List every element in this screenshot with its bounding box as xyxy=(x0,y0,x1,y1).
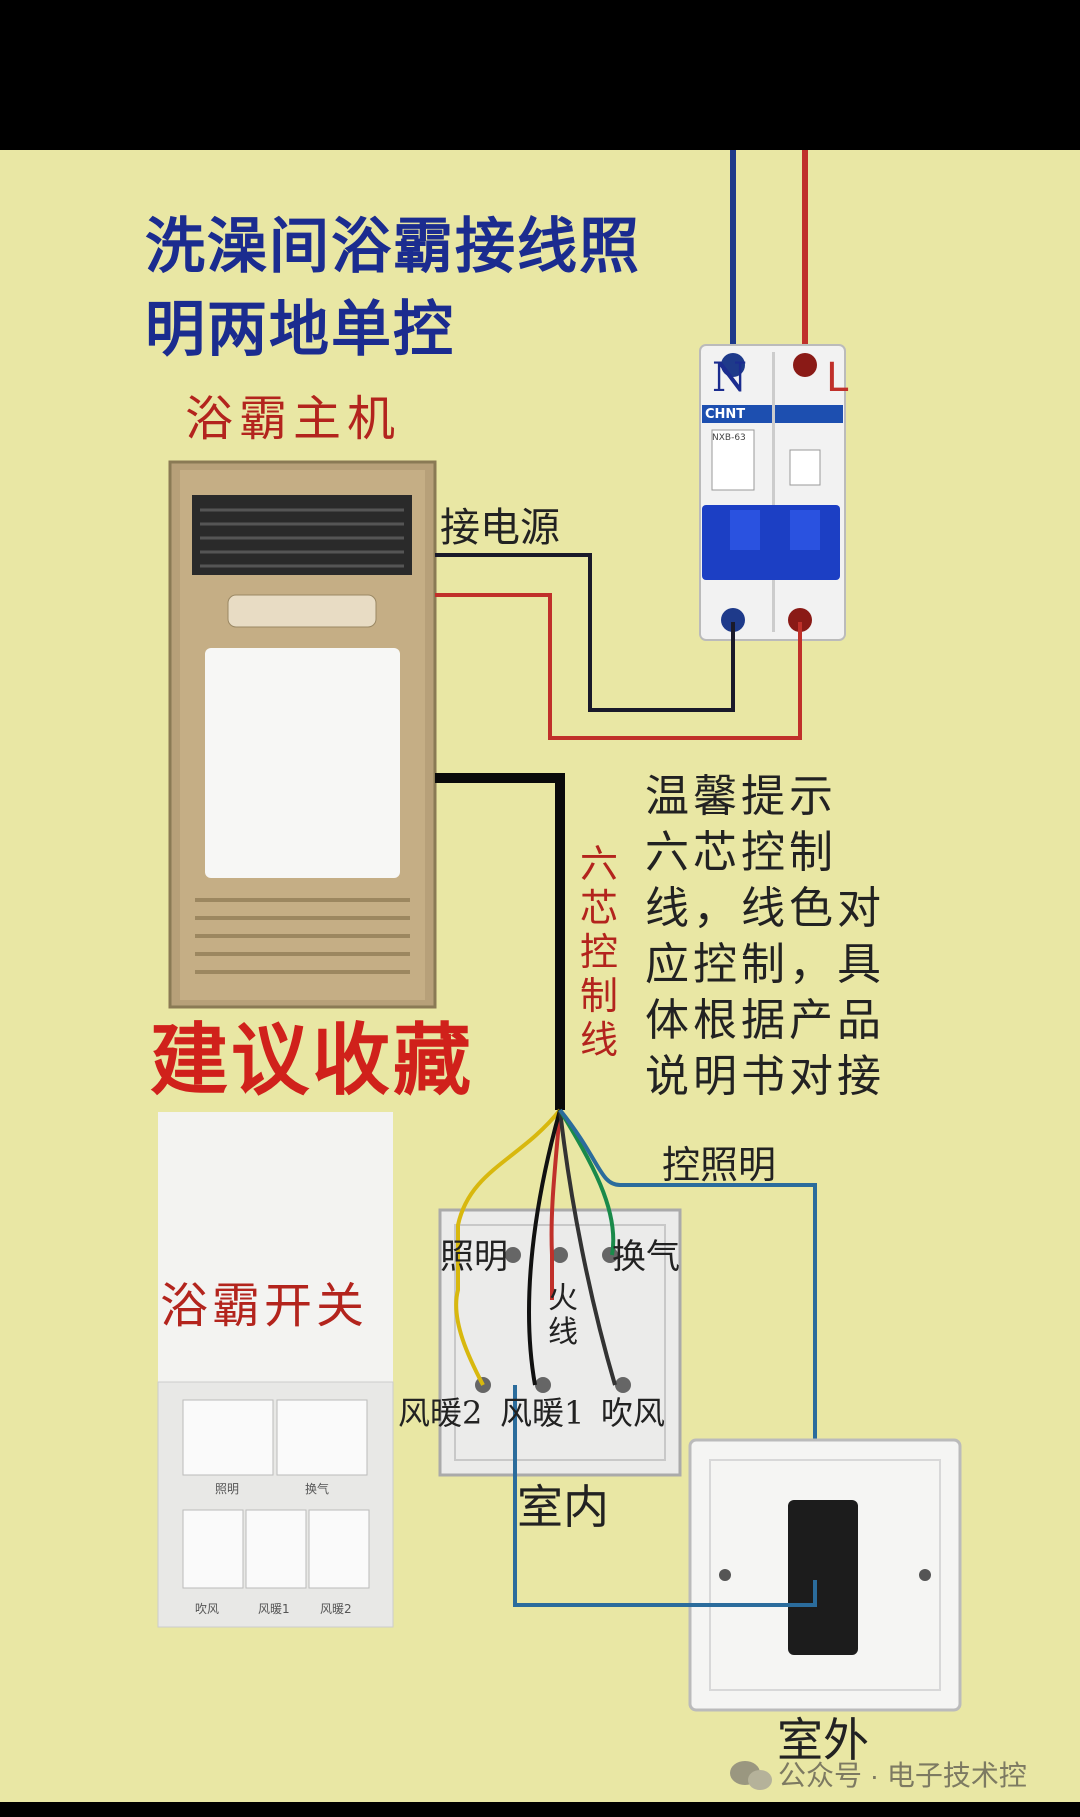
panel-label-heat2: 风暖2 xyxy=(320,1602,352,1616)
indoor-switch-body xyxy=(438,1208,682,1477)
tip-line: 说明书对接 xyxy=(645,1051,885,1102)
heat1-terminal-label: 风暖1 xyxy=(500,1394,585,1432)
panel-label-blow: 吹风 xyxy=(195,1602,220,1616)
host-label: 浴霸主机 xyxy=(185,391,402,447)
tip-line: 体根据产品 xyxy=(645,995,885,1046)
tip-line: 线，线色对 xyxy=(645,883,885,934)
panel-label-lighting: 照明 xyxy=(215,1482,240,1496)
title-line-1: 洗澡间浴霸接线照 xyxy=(145,212,641,282)
indoor-label: 室内 xyxy=(517,1480,609,1534)
live-terminal-label: 火线 xyxy=(548,1281,578,1350)
vent-terminal-label: 换气 xyxy=(612,1237,680,1277)
tip-line: 应控制，具 xyxy=(645,939,885,990)
favorite-label: 建议收藏 xyxy=(150,1016,475,1106)
watermark: 公众号 · 电子技术控 xyxy=(778,1760,1027,1791)
live-label: L xyxy=(826,355,849,401)
title-line-2: 明两地单控 xyxy=(145,295,455,365)
breaker-model: NXB-63 xyxy=(712,433,746,443)
lighting-terminal-label: 照明 xyxy=(440,1237,508,1277)
wechat-icon xyxy=(730,1761,772,1790)
heat2-terminal-label: 风暖2 xyxy=(398,1394,483,1432)
tip-line: 六芯控制 xyxy=(645,827,837,878)
power-label: 接电源 xyxy=(440,505,560,551)
six-core-cable xyxy=(435,773,565,1110)
breaker-brand: CHNT xyxy=(705,407,746,422)
circuit-breaker xyxy=(699,344,846,641)
power-neutral-wire xyxy=(435,553,735,712)
tip-line: 温馨提示 xyxy=(645,771,837,822)
power-live-wire xyxy=(435,593,802,740)
neutral-label: N xyxy=(712,355,747,401)
outdoor-switch xyxy=(688,1438,962,1712)
blow-terminal-label: 吹风 xyxy=(601,1394,666,1432)
outdoor-label: 室外 xyxy=(777,1713,869,1767)
panel-label-vent: 换气 xyxy=(305,1482,330,1496)
panel-label-heat1: 风暖1 xyxy=(258,1602,290,1616)
bath-switch-photo xyxy=(157,1112,394,1628)
cable-label: 六芯控制线 xyxy=(580,842,619,1062)
top-black-bar xyxy=(0,0,1080,150)
light-loop-wire xyxy=(513,1385,817,1607)
tip-text: 温馨提示 六芯控制 线，线色对 应控制，具 体根据产品 说明书对接 xyxy=(645,775,885,1111)
bottom-black-bar xyxy=(0,1802,1080,1817)
bath-switch-label: 浴霸开关 xyxy=(160,1278,369,1334)
yuba-host-unit xyxy=(168,460,437,1009)
light-ctrl-label: 控照明 xyxy=(662,1143,777,1187)
control-wires xyxy=(454,1108,817,1520)
